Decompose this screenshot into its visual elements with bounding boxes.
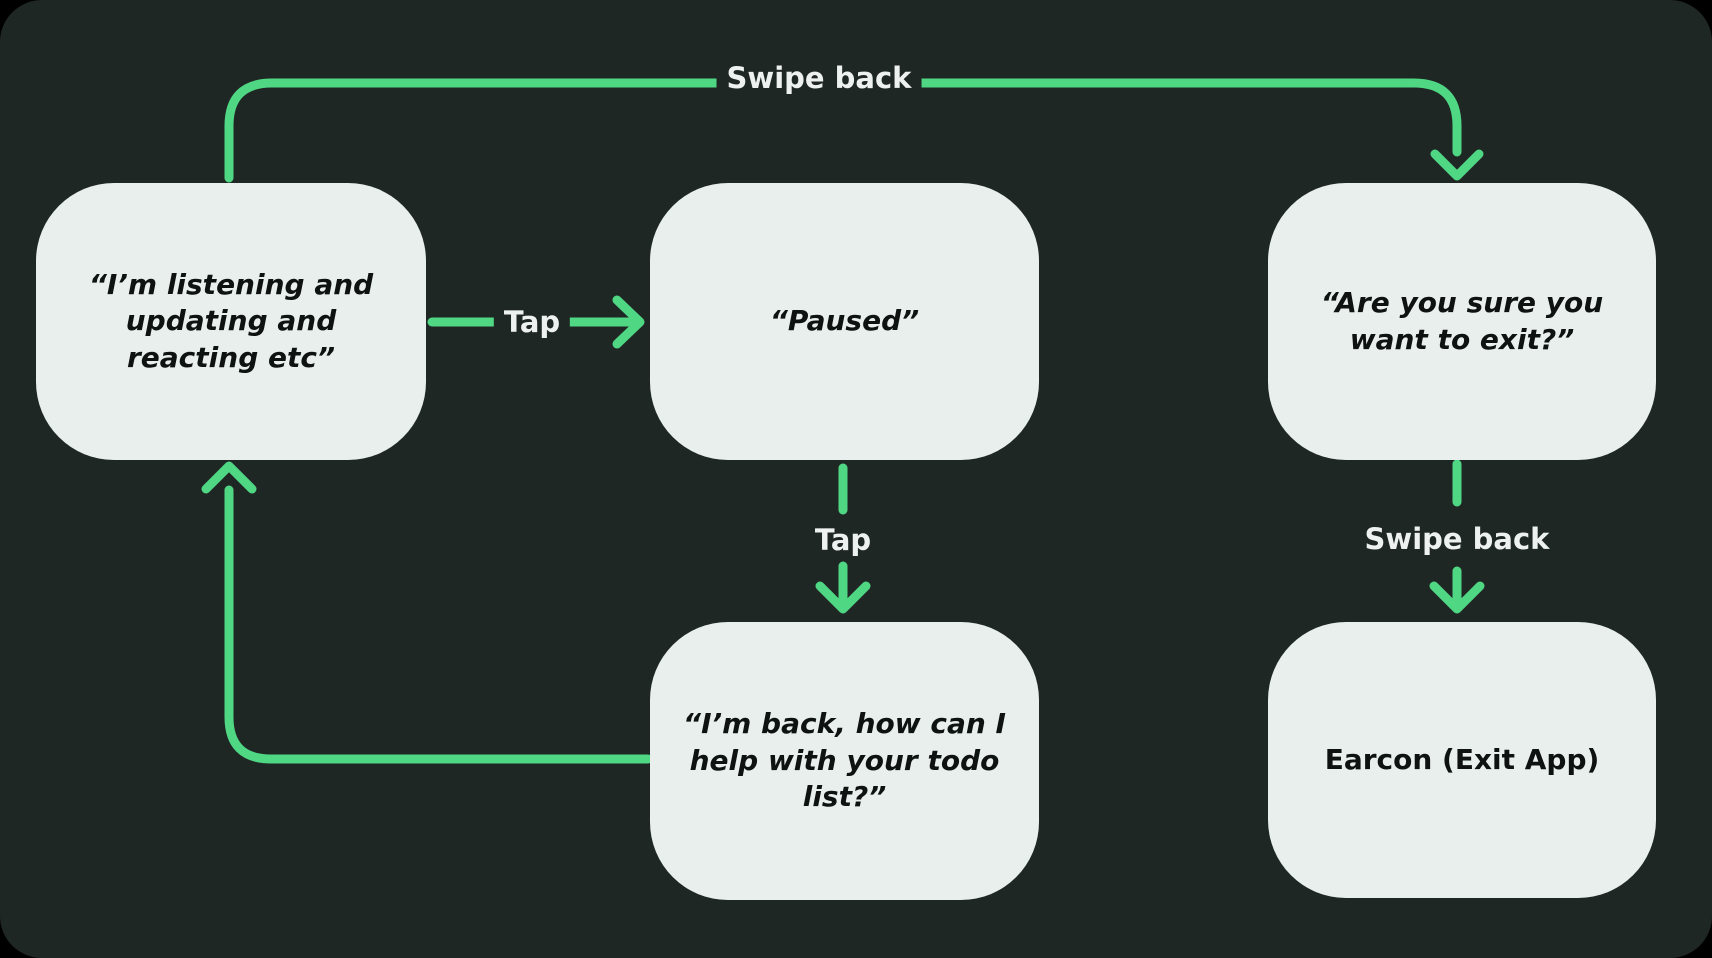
edge-swipe-back-exit (1429, 459, 1485, 614)
node-confirm-exit: “Are you sure you want to exit?” (1268, 183, 1656, 460)
edge-label-swipe-back-loop: Swipe back (716, 61, 922, 95)
node-paused-label: “Paused” (769, 304, 920, 338)
edge-return-loop-line (224, 485, 653, 764)
arrowhead-up-icon (201, 461, 257, 494)
node-resumed-label: “I’m back, how can I help with your todo… (683, 707, 1006, 814)
edge-label-tap-resume: Tap (804, 523, 882, 557)
arrowhead-right-icon (612, 295, 645, 349)
edge-return-loop (201, 461, 653, 764)
edge-tap-pause (427, 295, 645, 349)
edge-swipe-back-loop-line-left (224, 78, 727, 183)
node-paused: “Paused” (650, 183, 1039, 460)
edge-swipe-back-loop (224, 78, 1484, 183)
node-confirm-exit-label: “Are you sure you want to exit?” (1320, 286, 1604, 356)
edge-swipe-back-loop-line-right (912, 78, 1462, 157)
node-earcon-label: Earcon (Exit App) (1324, 742, 1600, 776)
edge-label-tap-pause: Tap (493, 305, 571, 339)
arrowhead-down-icon (1429, 581, 1485, 614)
arrowhead-down-icon (1430, 149, 1484, 181)
edge-tap-resume (815, 463, 871, 614)
node-resumed: “I’m back, how can I help with your todo… (650, 622, 1039, 900)
node-earcon: Earcon (Exit App) (1268, 622, 1656, 898)
node-listening-label: “I’m listening and updating and reacting… (88, 267, 374, 374)
arrowhead-down-icon (815, 581, 871, 614)
edge-label-swipe-back-exit: Swipe back (1354, 522, 1560, 556)
node-listening: “I’m listening and updating and reacting… (36, 183, 426, 460)
